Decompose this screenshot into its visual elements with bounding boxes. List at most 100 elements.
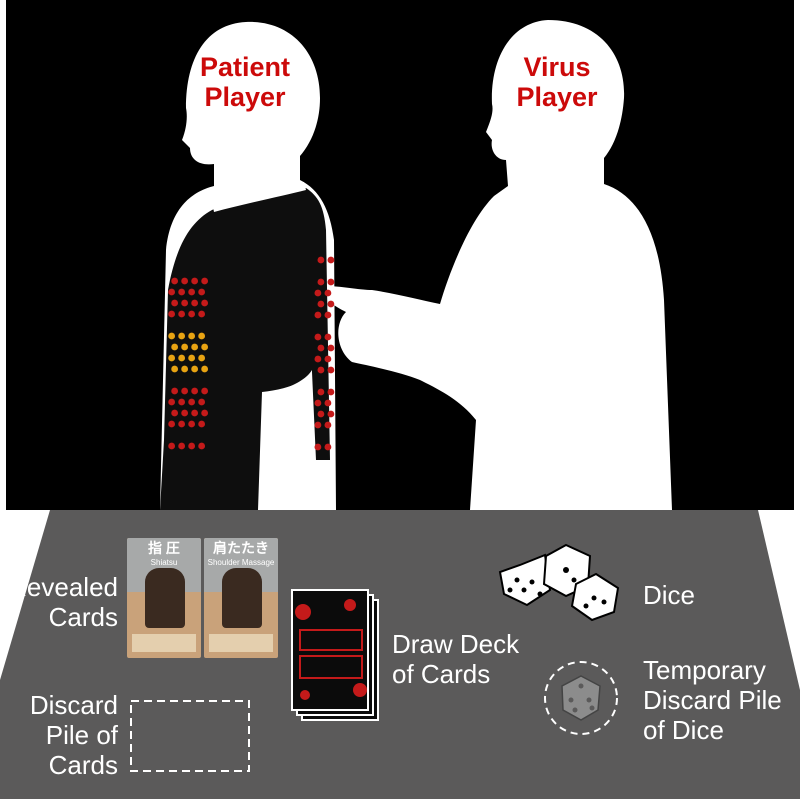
rash-spot: [324, 311, 332, 319]
virus-player-silhouette: [323, 20, 672, 510]
discard-pile-label: Discard Pile of Cards: [29, 690, 118, 780]
rash-spot: [327, 344, 335, 352]
rash-spot: [327, 300, 335, 308]
rash-spot: [178, 398, 186, 406]
rash-spot: [171, 277, 179, 285]
rash-spot: [324, 421, 332, 429]
discard-pile-slot: [130, 700, 250, 772]
rash-spot: [201, 343, 209, 351]
rash-spot: [198, 398, 206, 406]
rash-spot: [324, 443, 332, 451]
rash-spot: [191, 365, 199, 373]
rash-spot: [188, 398, 196, 406]
rash-spot: [178, 332, 186, 340]
rash-spot: [198, 288, 206, 296]
rash-spot: [201, 387, 209, 395]
rash-spot: [198, 332, 206, 340]
rash-spot: [317, 300, 325, 308]
rash-spot: [191, 343, 199, 351]
temp-dice-label: Temporary Discard Pile of Dice: [643, 655, 782, 745]
rash-spot: [168, 398, 176, 406]
rash-spot: [201, 365, 209, 373]
temp-die-pips: [568, 683, 595, 713]
rash-spot: [171, 365, 179, 373]
rash-spot: [178, 310, 186, 318]
rash-spot: [317, 410, 325, 418]
rash-spot: [314, 443, 322, 451]
temp-dice-slot: [544, 661, 618, 735]
rash-spot: [171, 343, 179, 351]
rash-spot: [324, 333, 332, 341]
rash-spot: [171, 299, 179, 307]
rash-spot: [188, 288, 196, 296]
rash-spot: [181, 387, 189, 395]
revealed-card-shiatsu: 指 圧 Shiatsu: [127, 538, 201, 658]
card-title: 指 圧: [148, 540, 180, 556]
rash-spot: [188, 310, 196, 318]
patient-player-label: Patient Player: [199, 52, 291, 112]
rash-spot: [181, 299, 189, 307]
backdrop: [6, 0, 794, 510]
rash-spot: [324, 289, 332, 297]
rash-spot: [168, 332, 176, 340]
revealed-cards-label: Revealed Cards: [8, 572, 118, 632]
rash-spot: [324, 399, 332, 407]
rash-spot: [168, 420, 176, 428]
rash-spot: [317, 256, 325, 264]
rash-spot: [191, 299, 199, 307]
rash-spot: [198, 420, 206, 428]
rash-spot: [314, 421, 322, 429]
rash-spot: [201, 277, 209, 285]
rash-spot: [327, 410, 335, 418]
card-subtitle: Shoulder Massage: [207, 558, 275, 567]
dice-label: Dice: [643, 580, 696, 610]
rash-spot: [327, 366, 335, 374]
revealed-card-shoulder-massage: 肩たたき Shoulder Massage: [204, 538, 278, 658]
rash-spot: [191, 277, 199, 285]
rash-spots: [168, 256, 335, 451]
card-subtitle: Shiatsu: [150, 558, 178, 567]
rash-spot: [314, 399, 322, 407]
rash-spot: [327, 256, 335, 264]
rash-spot: [168, 442, 176, 450]
rash-spot: [178, 420, 186, 428]
rash-spot: [178, 288, 186, 296]
rash-spot: [188, 332, 196, 340]
rash-spot: [188, 442, 196, 450]
rash-spot: [168, 354, 176, 362]
card-title: 肩たたき: [213, 540, 269, 556]
rash-spot: [317, 388, 325, 396]
rash-spot: [198, 354, 206, 362]
rash-spot: [191, 409, 199, 417]
rash-spot: [324, 355, 332, 363]
draw-deck-label: Draw Deck of Cards: [392, 629, 520, 689]
draw-deck-icon: [291, 589, 379, 721]
rash-spot: [317, 366, 325, 374]
rash-spot: [181, 409, 189, 417]
rash-spot: [181, 365, 189, 373]
rash-spot: [181, 277, 189, 285]
rash-spot: [191, 387, 199, 395]
rash-spot: [314, 355, 322, 363]
rash-spot: [178, 442, 186, 450]
rash-spot: [188, 354, 196, 362]
rash-spot: [188, 420, 196, 428]
rash-spot: [181, 343, 189, 351]
rash-spot: [171, 387, 179, 395]
rash-spot: [168, 310, 176, 318]
dice-pips: [507, 567, 607, 609]
virus-player-label: Virus Player: [516, 52, 598, 112]
rash-spot: [314, 333, 322, 341]
rash-spot: [178, 354, 186, 362]
rash-spot: [317, 344, 325, 352]
rash-spot: [198, 442, 206, 450]
rash-spot: [168, 288, 176, 296]
rash-spot: [327, 388, 335, 396]
rash-spot: [327, 278, 335, 286]
rash-spot: [201, 299, 209, 307]
rash-spot: [201, 409, 209, 417]
rash-spot: [314, 311, 322, 319]
rash-spot: [317, 278, 325, 286]
rash-spot: [171, 409, 179, 417]
